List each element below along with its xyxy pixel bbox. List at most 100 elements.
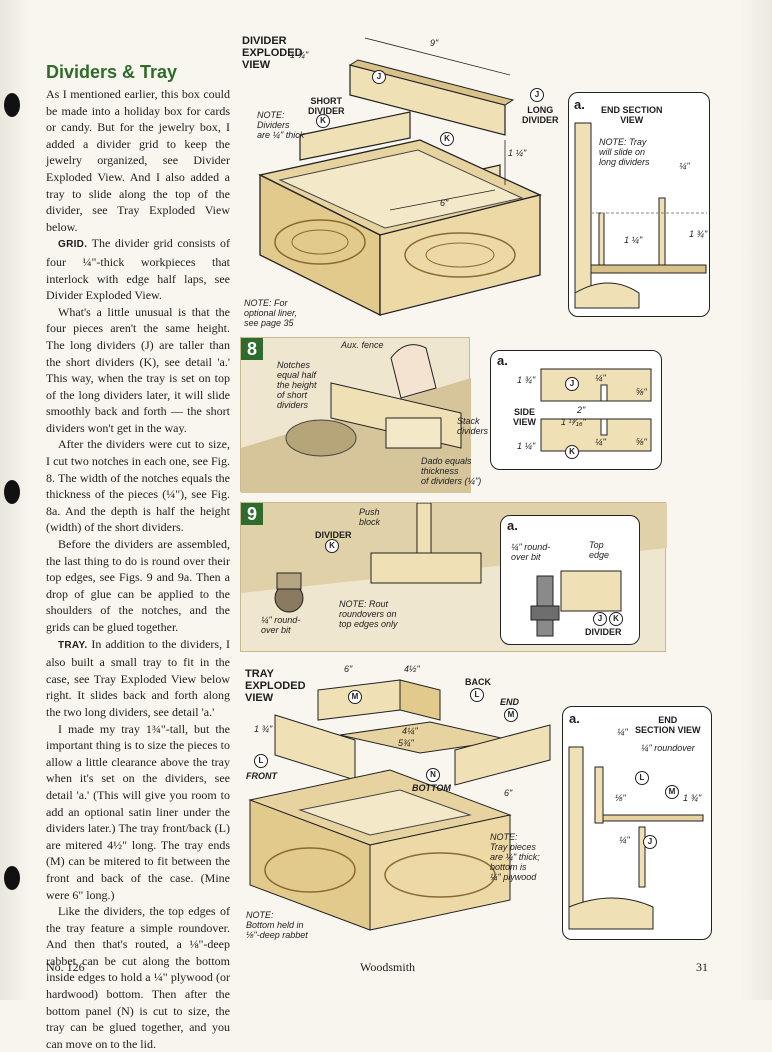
part-l-badge: L [470,688,484,702]
tray-slide-note: NOTE: Tray will slide on long dividers [599,137,650,167]
end-label: END [500,697,520,707]
dim-short-height: 1 ¼" [508,148,527,158]
lead-grid: GRID. [58,239,88,251]
footer-page-number: 31 [696,960,708,974]
tray-pieces-note: NOTE: Tray pieces are ¼" thick; bottom i… [490,832,540,882]
detail-bit-label: ¼" round- over bit [511,542,551,562]
binder-hole [4,480,20,504]
part-n-badge: N [426,768,440,782]
article-title: Dividers & Tray [46,62,178,82]
paragraph: GRID. The divider grid consists of four … [46,235,230,303]
bottom-label: BOTTOM [412,783,451,793]
top-edge-label: Top edge [589,540,610,560]
dim-bottom-w: 4¼" [402,726,418,736]
part-k-badge: K [609,612,623,626]
dim-end-6: 6" [504,788,513,798]
detail-letter: a. [497,353,508,368]
part-l-badge: L [254,754,268,768]
fig8-illustration [241,344,471,493]
roundover-bit-label: ¼" round- over bit [261,615,301,635]
fig9-number: 9 [241,503,263,525]
fig8a-illustration [540,368,652,452]
dim-gap: ¼" [679,161,690,171]
tray-end-section-illustration [568,746,704,930]
paragraph: What's a little unusual is that the four… [46,304,230,435]
dim-tray-height: 1 ¾" [254,724,273,734]
part-m-badge: M [348,690,362,704]
part-k-badge: K [440,132,454,146]
part-m-badge: M [504,708,518,722]
end-section-detail: a. END SECTION VIEW NOTE: Tray will slid… [568,92,710,317]
part-j-badge: J [643,835,657,849]
part-j-badge: J [530,88,544,102]
end-section-title: END SECTION VIEW [601,105,663,125]
front-label: FRONT [246,771,277,781]
dim-bottom: ¼" [619,835,630,845]
divider-exploded-view: DIVIDER EXPLODED VIEW 1 ¾" 9" 6" 1 ¼" SH… [240,30,570,335]
part-j-badge: J [372,70,386,84]
paragraph: I made my tray 1¾"-tall, but the importa… [46,721,230,902]
fig8-panel: 8 Aux. fence Notches equal half the heig… [240,337,488,493]
footer-magazine: Woodsmith [360,960,416,974]
divider-view-heading: DIVIDER EXPLODED VIEW [242,35,303,71]
part-l-badge: L [635,771,649,785]
dim-divider-length: 9" [430,38,439,48]
binder-hole [4,866,20,890]
binder-hole [4,93,20,117]
fig8-number: 8 [241,338,263,360]
roundover-label: ¼" roundover [641,743,695,753]
short-divider-label: SHORT DIVIDER [308,96,345,116]
dividers-thickness-note: NOTE: Dividers are ¼" thick [257,110,305,140]
dim-divider-height: 1 ¾" [290,50,309,60]
notches-note: Notches equal half the height of short d… [277,360,317,410]
liner-note: NOTE: For optional liner, see page 35 [244,298,298,328]
back-label: BACK [465,677,491,687]
long-divider-label: LONG DIVIDER [522,105,559,125]
lead-tray: TRAY. [58,639,88,651]
dim-2: 2" [577,405,586,415]
dim-short-length: 6" [440,198,449,208]
end-section-illustration [574,122,707,309]
stack-dividers-note: Stack dividers [457,416,489,436]
part-m-badge: M [665,785,679,799]
part-k-badge: K [325,539,339,553]
dim-quarter-bot: ¼" [595,437,606,447]
divider-illustration [258,37,542,317]
side-view-title: SIDE VIEW [513,407,537,427]
dado-note: Dado equals thickness of dividers (¼") [421,456,482,486]
aux-fence-label: Aux. fence [341,340,384,350]
paragraph: After the dividers were cut to size, I c… [46,437,230,535]
dim-tray-6: 6" [344,664,353,674]
dim-j: 1 ¾" [517,375,536,385]
dim-1-13-16: 1 ¹³⁄₁₆" [561,417,586,427]
fig8a-side-view: a. SIDE VIEW 1 ¾" 1 ¼" ¼" ⅝" 2" 1 ¹³⁄₁₆"… [490,350,662,470]
tray-illustration [248,679,551,931]
dim-tray-4-5: 4½" [404,664,420,674]
bottom-rabbet-note: NOTE: Bottom held in ⅛"-deep rabbet [246,910,308,940]
dim-k: 1 ¼" [624,235,643,245]
paragraph-text: In addition to the dividers, I also buil… [46,636,230,719]
paragraph: Like the dividers, the top edges of the … [46,904,230,1051]
part-j-badge: J [593,612,607,626]
dim-quarter-top: ¼" [595,373,606,383]
dim-tray-height: 1 ¾" [683,793,702,803]
paragraph: Before the dividers are assembled, the l… [46,537,230,634]
part-k-badge: K [316,114,330,128]
detail-letter: a. [507,518,518,533]
detail-letter: a. [574,97,585,112]
rout-note: NOTE: Rout roundovers on top edges only [339,599,398,629]
dim-58-top: ⅝" [636,387,647,397]
dim-k: 1 ¼" [517,441,536,451]
dim-bottom-l: 5¾" [398,738,414,748]
dim-quarter: ¼" [617,727,628,737]
tray-view-heading: TRAY EXPLODED VIEW [245,668,306,704]
tray-end-section-detail: a. END SECTION VIEW ¼" ¼" roundover ⅛" 1… [562,706,712,940]
dim-j: 1 ¾" [689,229,708,239]
dim-58-bot: ⅝" [636,437,647,447]
tray-exploded-view: TRAY EXPLODED VIEW 6" 4½" 1 ¾" 4¼" 5¾" 6… [240,660,560,960]
jk-divider-label: DIVIDER [585,627,622,637]
article-column: Dividers & Tray As I mentioned earlier, … [46,62,230,1052]
dim-eighth: ⅛" [615,793,626,803]
fig9a-illustration [530,570,622,637]
